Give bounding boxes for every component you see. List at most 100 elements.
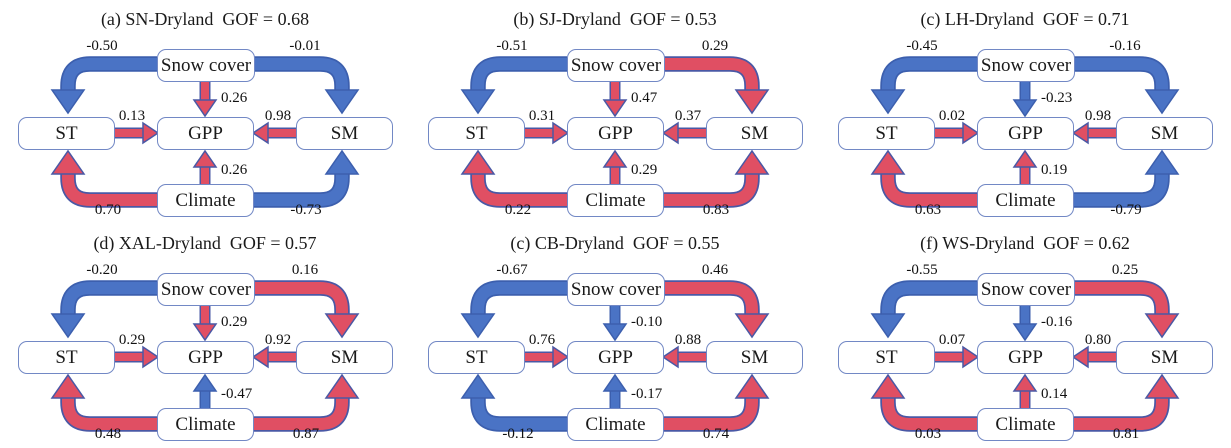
arrow-snow-to-st xyxy=(870,280,977,339)
arrow-climate-to-sm xyxy=(254,149,360,208)
sem-panel: (d) XAL-Dryland GOF = 0.57 xyxy=(0,224,410,448)
node-label: Snow cover xyxy=(570,278,662,300)
arrow-st-to-gpp xyxy=(115,121,160,145)
node-label: ST xyxy=(875,346,898,368)
arrow-snow-to-sm xyxy=(254,56,360,115)
arrow-head xyxy=(1012,323,1038,342)
arrow-head xyxy=(324,373,360,399)
node-box-st: ST xyxy=(428,117,525,150)
arrow-shaft xyxy=(62,173,157,206)
node-label: ST xyxy=(55,122,78,144)
edge-coefficient-snow-st: -0.45 xyxy=(906,38,938,54)
node-box-snow-cover: Snow cover xyxy=(977,273,1075,306)
arrow-head xyxy=(1071,121,1089,145)
arrow-shaft xyxy=(1074,58,1168,91)
edge-coefficient-climate-sm: 0.74 xyxy=(702,426,730,442)
edge-coefficient-climate-gpp: 0.29 xyxy=(631,162,658,178)
edge-coefficient-climate-sm: 0.81 xyxy=(1112,426,1140,442)
arrow-snow-to-gpp xyxy=(1012,306,1038,342)
path-arrows xyxy=(870,280,1180,432)
sem-panel: (f) WS-Dryland GOF = 0.62 xyxy=(820,224,1230,448)
arrow-climate-to-gpp xyxy=(1012,373,1038,408)
node-box-sm: SM xyxy=(1116,341,1213,374)
arrow-sm-to-gpp xyxy=(251,121,296,145)
arrow-snow-to-gpp xyxy=(602,82,628,118)
node-box-gpp: GPP xyxy=(157,117,254,150)
node-label: Snow cover xyxy=(980,54,1072,76)
arrow-head xyxy=(1012,99,1038,118)
arrow-head xyxy=(50,373,86,399)
node-label: GPP xyxy=(1008,122,1043,144)
arrow-head xyxy=(870,313,906,339)
edge-coefficient-st-gpp: 0.13 xyxy=(118,108,146,124)
arrow-head xyxy=(661,345,679,369)
edge-coefficient-sm-gpp: 0.98 xyxy=(264,108,292,124)
edge-coefficient-st-gpp: 0.31 xyxy=(528,108,556,124)
arrow-shaft xyxy=(472,282,567,315)
arrow-snow-to-st xyxy=(870,56,977,115)
arrow-head xyxy=(661,121,679,145)
node-label: GPP xyxy=(598,346,633,368)
arrow-climate-to-gpp xyxy=(192,149,218,184)
arrow-head xyxy=(142,345,160,369)
node-label: ST xyxy=(465,346,488,368)
arrow-head xyxy=(602,323,628,342)
arrow-head xyxy=(1071,345,1089,369)
arrow-climate-to-sm xyxy=(664,373,770,432)
node-label: ST xyxy=(465,122,488,144)
arrow-snow-to-gpp xyxy=(602,306,628,342)
arrow-climate-to-sm xyxy=(664,149,770,208)
arrow-snow-to-st xyxy=(460,56,567,115)
arrow-st-to-gpp xyxy=(115,345,160,369)
node-label: Snow cover xyxy=(980,278,1072,300)
edge-coefficient-snow-sm: 0.29 xyxy=(701,38,729,54)
arrow-head xyxy=(192,149,218,168)
arrow-head xyxy=(460,89,496,115)
node-label: GPP xyxy=(188,122,223,144)
arrow-sm-to-gpp xyxy=(1071,345,1116,369)
node-box-st: ST xyxy=(838,341,935,374)
arrow-sm-to-gpp xyxy=(251,345,296,369)
arrow-head xyxy=(251,121,269,145)
arrow-head xyxy=(1144,149,1180,175)
edge-coefficient-climate-sm: 0.87 xyxy=(292,426,320,442)
arrow-climate-to-st xyxy=(870,373,977,432)
arrow-shaft xyxy=(664,58,758,91)
arrow-shaft xyxy=(1074,282,1168,315)
arrow-st-to-gpp xyxy=(935,121,980,145)
arrow-climate-to-gpp xyxy=(602,149,628,184)
node-box-sm: SM xyxy=(296,117,393,150)
node-box-sm: SM xyxy=(706,117,803,150)
node-label: Climate xyxy=(995,189,1056,211)
edge-coefficient-st-gpp: 0.76 xyxy=(528,332,556,348)
panel-title: (f) WS-Dryland GOF = 0.62 xyxy=(920,233,1130,253)
node-box-st: ST xyxy=(18,341,115,374)
arrow-head xyxy=(1144,373,1180,399)
edge-coefficient-snow-gpp: -0.10 xyxy=(631,314,663,330)
arrow-head xyxy=(1144,89,1180,115)
edge-coefficient-sm-gpp: 0.37 xyxy=(674,108,702,124)
arrow-climate-to-gpp xyxy=(192,373,218,408)
arrow-climate-to-sm xyxy=(1074,149,1180,208)
arrow-head xyxy=(962,121,980,145)
arrow-shaft xyxy=(254,173,348,206)
edge-coefficient-snow-sm: -0.01 xyxy=(289,38,321,54)
arrow-shaft xyxy=(472,397,567,430)
edge-coefficient-snow-gpp: 0.29 xyxy=(221,314,248,330)
arrow-shaft xyxy=(254,397,348,430)
arrow-shaft xyxy=(62,282,157,315)
arrow-head xyxy=(602,149,628,168)
edge-coefficient-climate-gpp: -0.47 xyxy=(221,386,253,402)
arrow-head xyxy=(192,373,218,392)
node-label: GPP xyxy=(598,122,633,144)
arrow-head xyxy=(460,149,496,175)
node-label: Climate xyxy=(175,189,236,211)
arrow-shaft xyxy=(664,397,758,430)
arrow-st-to-gpp xyxy=(935,345,980,369)
edge-coefficient-climate-st: 0.48 xyxy=(94,426,122,442)
edge-coefficient-sm-gpp: 0.80 xyxy=(1084,332,1112,348)
edge-coefficient-snow-sm: 0.46 xyxy=(701,262,729,278)
node-box-sm: SM xyxy=(1116,117,1213,150)
arrow-st-to-gpp xyxy=(525,121,570,145)
edge-coefficient-snow-sm: -0.16 xyxy=(1109,38,1141,54)
